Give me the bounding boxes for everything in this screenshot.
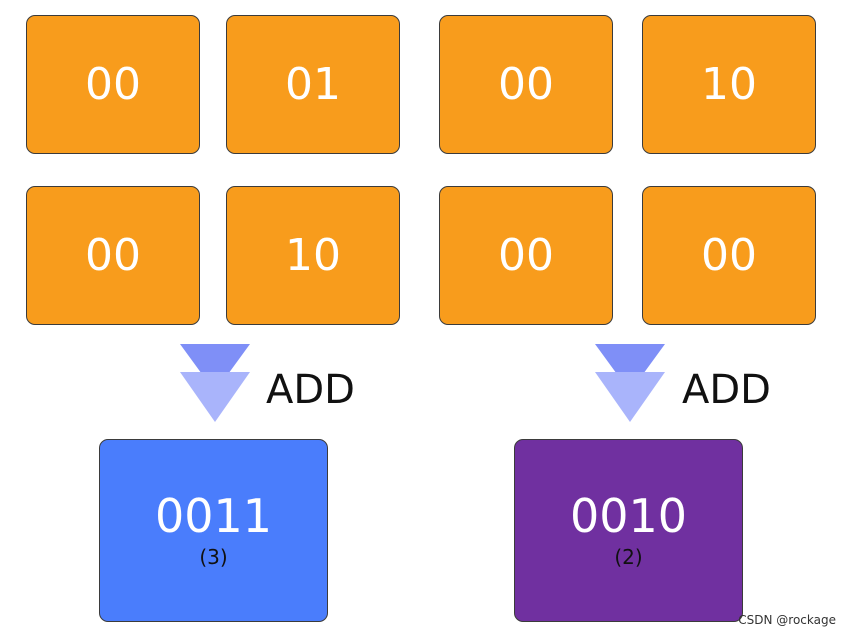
right-cell-4: 00 (642, 186, 816, 325)
right-result-box: 0010 (2) (514, 439, 743, 622)
left-cell-3: 00 (26, 186, 200, 325)
right-cell-1: 00 (439, 15, 613, 154)
left-result-decimal: (3) (199, 544, 228, 569)
right-operation-label: ADD (682, 367, 771, 413)
right-cell-2: 10 (642, 15, 816, 154)
right-cell-1-value: 00 (498, 59, 554, 110)
left-cell-4-value: 10 (285, 230, 341, 281)
left-cell-3-value: 00 (85, 230, 141, 281)
left-cell-1: 00 (26, 15, 200, 154)
left-cell-2: 01 (226, 15, 400, 154)
right-cell-3-value: 00 (498, 230, 554, 281)
left-cell-2-value: 01 (285, 59, 341, 110)
right-result-value: 0010 (569, 489, 688, 544)
left-result-box: 0011 (3) (99, 439, 328, 622)
left-result-value: 0011 (154, 489, 273, 544)
right-result-decimal: (2) (614, 544, 643, 569)
left-cell-4: 10 (226, 186, 400, 325)
left-down-arrow-icon (180, 344, 250, 422)
left-cell-1-value: 00 (85, 59, 141, 110)
right-down-arrow-icon (595, 344, 665, 422)
right-cell-3: 00 (439, 186, 613, 325)
left-operation-label: ADD (266, 367, 355, 413)
watermark: CSDN @rockage (738, 613, 836, 627)
right-cell-4-value: 00 (701, 230, 757, 281)
right-cell-2-value: 10 (701, 59, 757, 110)
